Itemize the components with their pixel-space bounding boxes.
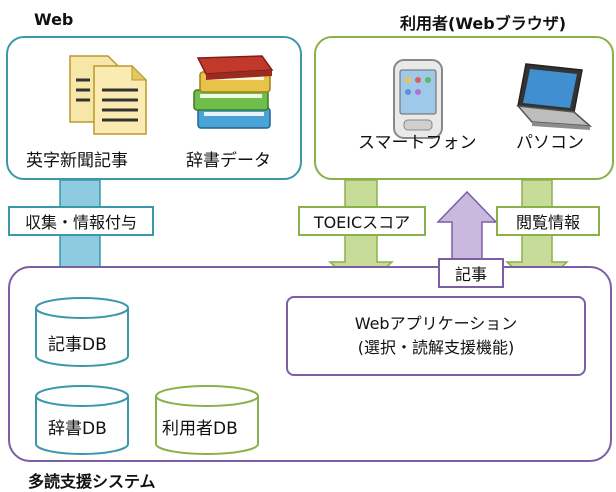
user-title: 利用者(Webブラウザ) bbox=[400, 14, 567, 33]
english-news-label: 英字新聞記事 bbox=[26, 151, 128, 171]
user-db-label: 利用者DB bbox=[162, 419, 238, 439]
dict-db-cylinder bbox=[35, 385, 129, 455]
web-application-box: Webアプリケーション (選択・読解支援機能) bbox=[286, 296, 586, 376]
smartphone-label: スマートフォン bbox=[358, 133, 477, 153]
article-label: 記事 bbox=[438, 258, 504, 288]
collect-label: 収集・情報付与 bbox=[8, 206, 154, 236]
system-title: 多読支援システム bbox=[28, 472, 156, 491]
dict-db-label: 辞書DB bbox=[48, 419, 107, 439]
web-app-title: Webアプリケーション bbox=[354, 314, 518, 333]
article-db-cylinder bbox=[35, 297, 129, 367]
article-db-label: 記事DB bbox=[48, 335, 107, 355]
dictionary-data-label: 辞書データ bbox=[186, 151, 271, 171]
web-app-subtitle: (選択・読解支援機能) bbox=[357, 338, 515, 357]
pc-label: パソコン bbox=[516, 133, 584, 153]
smartphone-icon bbox=[393, 59, 443, 139]
web-title: Web bbox=[34, 10, 74, 29]
user-db-cylinder bbox=[155, 385, 259, 455]
laptop-icon bbox=[516, 63, 592, 130]
toeic-score-label: TOEICスコア bbox=[298, 206, 426, 236]
browse-info-label: 閲覧情報 bbox=[496, 206, 600, 236]
document-icon bbox=[69, 55, 148, 135]
books-icon bbox=[193, 55, 274, 129]
